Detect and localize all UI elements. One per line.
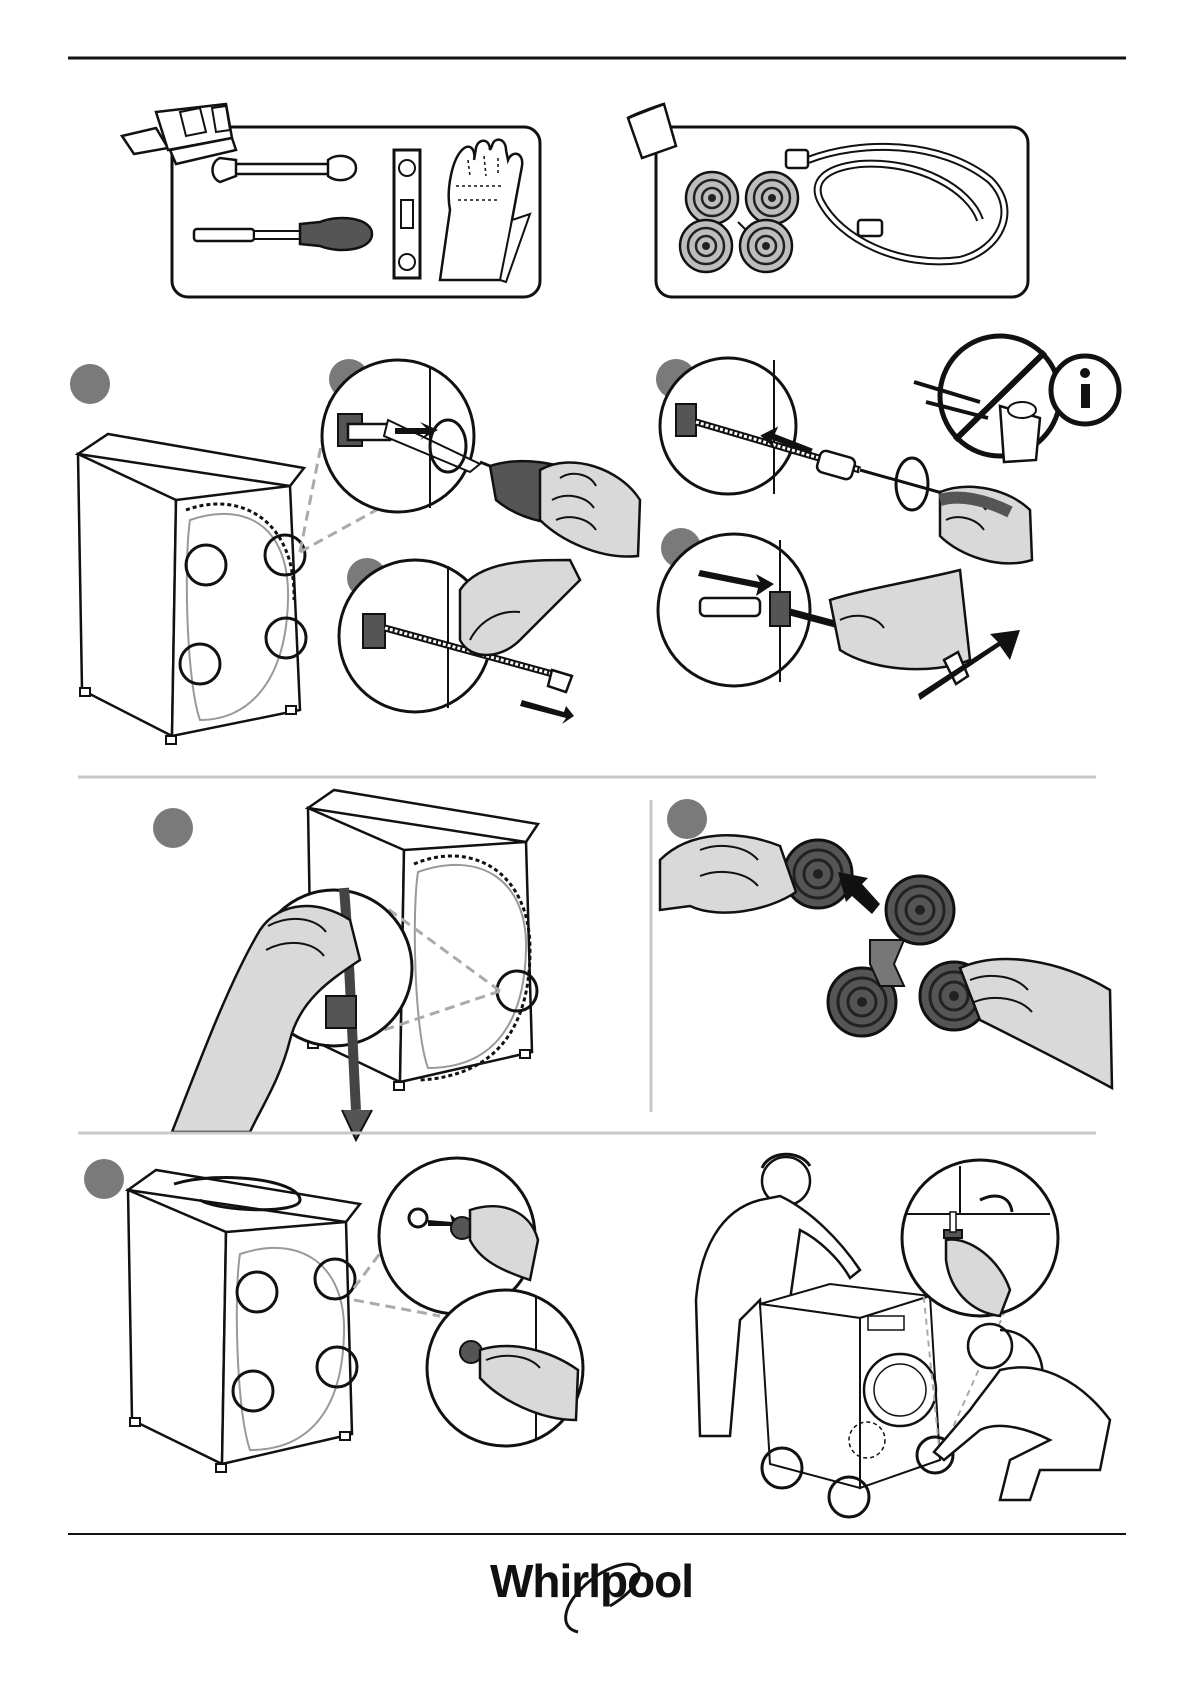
hand-screwdriver xyxy=(480,461,640,556)
step-badge xyxy=(84,1159,124,1199)
spirit-level-icon xyxy=(394,150,420,278)
zoom-unscrew-bolt xyxy=(322,360,480,512)
zoom-adjust-foot xyxy=(902,1160,1058,1316)
step-badge xyxy=(153,808,193,848)
zoom-press-cap xyxy=(427,1290,583,1446)
section-release-power-cable xyxy=(153,790,538,1140)
do-not-discard-icon xyxy=(914,336,1060,462)
section-remove-transport-bolts xyxy=(70,336,1119,744)
brand-logo: Whirlpool xyxy=(490,1548,710,1638)
section-fit-anti-vibration-pads xyxy=(660,799,1112,1088)
tools-panel xyxy=(122,104,540,297)
zoom-cable-clip xyxy=(172,888,412,1140)
step-badge xyxy=(70,364,110,404)
step-badge xyxy=(667,799,707,839)
supplied-parts-panel xyxy=(628,104,1028,297)
brand-swoosh-icon xyxy=(490,1548,710,1638)
zoom-pull-bolt xyxy=(339,560,580,724)
info-icon xyxy=(1051,356,1119,424)
section-level-feet xyxy=(696,1154,1110,1517)
toolbox-icon xyxy=(122,104,236,164)
anti-vibration-pad xyxy=(886,876,954,944)
section-insert-hole-caps xyxy=(84,1158,583,1472)
zoom-pull-out xyxy=(658,534,1020,700)
